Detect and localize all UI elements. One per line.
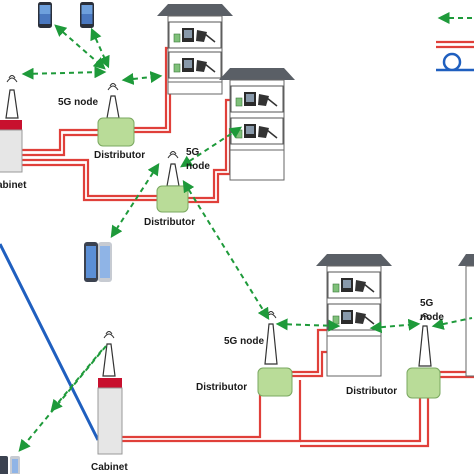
fiber-spool-icon [436, 52, 474, 72]
label-5g-split-top-2: 5G [420, 298, 434, 309]
label-5g-split-bottom-2: node [420, 312, 444, 323]
phone-icon [84, 242, 112, 282]
label-5g-split-top: 5G [186, 147, 200, 158]
building-2 [219, 68, 295, 181]
distributor-box-4 [406, 367, 441, 399]
wireless-links [18, 24, 473, 452]
cabinet-top [0, 120, 23, 173]
antenna-2 [166, 151, 180, 187]
distributor-box-2 [156, 185, 189, 213]
label-distributor-2: Distributor [144, 217, 195, 228]
label-distributor-1: Distributor [94, 150, 145, 161]
label-5g-node-3: 5G node [224, 336, 264, 347]
label-5g-node-1: 5G node [58, 97, 98, 108]
label-5g-split-bottom: node [186, 161, 210, 172]
antenna-4 [418, 313, 432, 367]
backhaul-line [0, 243, 100, 441]
building-3 [316, 254, 392, 377]
fiber-cable-icon [436, 40, 474, 49]
antenna-1 [106, 83, 120, 119]
cabinet-bottom [97, 378, 123, 455]
phone-icon [80, 2, 94, 28]
label-distributor-3: Distributor [196, 382, 247, 393]
building-4-partial [458, 254, 474, 377]
legend [436, 12, 474, 72]
distributor-box-1 [97, 117, 135, 147]
phone-icon [0, 456, 20, 474]
antenna-top-left [5, 75, 19, 119]
antenna-cabinet [102, 331, 116, 377]
label-cabinet: Cabinet [91, 462, 128, 473]
antenna-3 [264, 311, 278, 365]
building-1 [157, 4, 233, 95]
distributor-box-3 [257, 367, 293, 397]
phone-icon [38, 2, 52, 28]
label-cabinet-cropped: abinet [0, 180, 27, 191]
label-distributor-4: Distributor [346, 386, 397, 397]
